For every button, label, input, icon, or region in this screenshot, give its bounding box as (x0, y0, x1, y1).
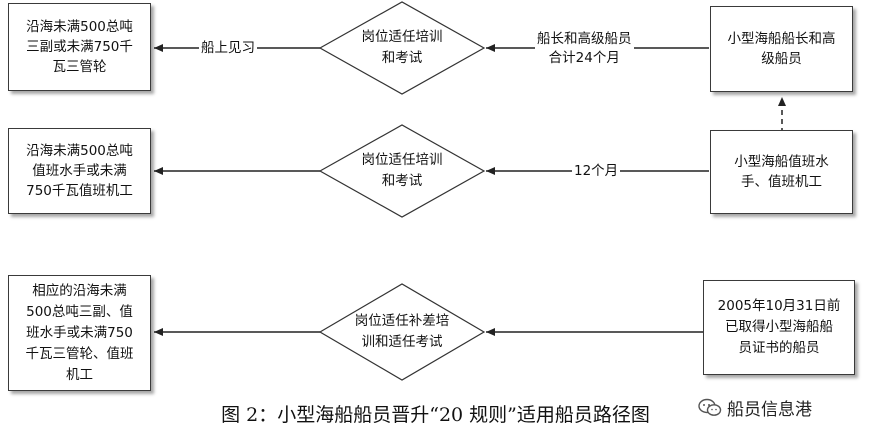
diamond-row3 (318, 283, 486, 381)
diamond-row1-label: 岗位适任培训 和考试 (361, 29, 443, 66)
box-row2-left: 沿海未满500总吨 值班水手或未满 750千瓦值班机工 (8, 128, 151, 214)
edge-label-row1-right: 船长和高级船员 合计24个月 (535, 30, 634, 68)
edge-label-row1-left: 船上见习 (199, 39, 257, 57)
figure-caption: 图 2：小型海船船员晋升“20 规则”适用船员路径图 (221, 404, 650, 426)
edge-label-row2-right: 12个月 (572, 162, 621, 180)
diamond-row3-label: 岗位适任补差培 训和适任考试 (354, 313, 450, 350)
box-row3-right: 2005年10月31日前 已取得小型海船船 员证书的船员 (703, 280, 855, 375)
box-row1-left: 沿海未满500总吨 三副或未满750千 瓦三管轮 (8, 3, 151, 91)
box-row3-left: 相应的沿海未满 500总吨三副、值 班水手或未满750 千瓦三管轮、值班 机工 (8, 275, 151, 391)
box-row2-right: 小型海船值班水 手、值班机工 (710, 130, 853, 214)
watermark: 船员信息港 (698, 395, 812, 420)
diamond-row1 (318, 1, 486, 95)
watermark-text: 船员信息港 (727, 400, 812, 420)
diamond-row2-label: 岗位适任培训 和考试 (361, 152, 443, 189)
box-row1-right: 小型海船船长和高 级船员 (710, 6, 853, 92)
wechat-icon (698, 398, 722, 416)
diamond-row2 (318, 124, 486, 218)
